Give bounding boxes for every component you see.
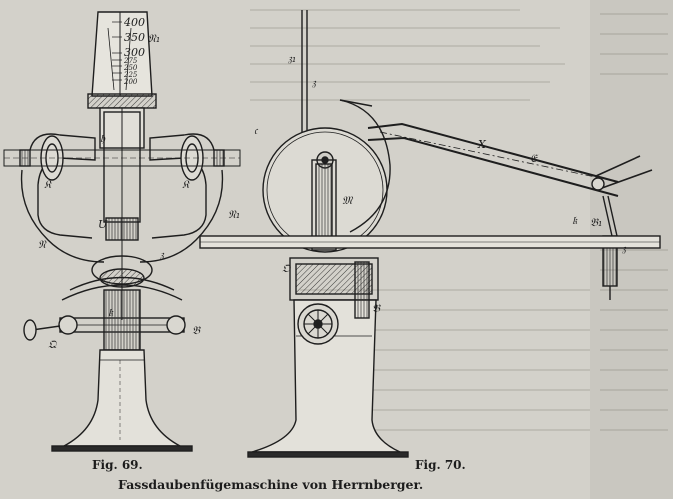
label-u: U	[98, 218, 108, 231]
label-x: X	[477, 138, 487, 151]
label-o: 𝔒	[282, 262, 291, 275]
label-r-left: 𝔎	[44, 178, 52, 191]
scale-label-275: 275	[123, 57, 138, 65]
label-z-fig69: 𝔷	[160, 248, 165, 261]
scale-label-350: 350	[124, 31, 145, 44]
label-e: 𝔈	[530, 152, 539, 165]
label-b: 𝔅	[192, 324, 201, 337]
scale-label-225: 225	[123, 71, 138, 79]
figure-70-machine-side-view	[199, 10, 661, 458]
scale-label-300: 300	[124, 46, 145, 59]
label-k-fig69: 𝔨	[108, 306, 114, 319]
scale-label-200: 200	[123, 78, 138, 86]
label-b1: 𝔅₁	[590, 216, 602, 229]
figure-69-machine-front-view	[3, 11, 241, 452]
label-m: 𝔐	[342, 194, 354, 207]
scale-label-400: 400	[123, 16, 145, 29]
label-z-top: 𝔷	[312, 76, 317, 89]
label-k-fig70: 𝔨	[572, 214, 578, 227]
label-n: 𝔑	[38, 238, 47, 251]
label-c: 𝔠	[254, 124, 259, 137]
label-r-right: 𝔎	[182, 178, 190, 191]
label-b-fig70: 𝔅	[372, 302, 381, 315]
label-q: 𝔔	[48, 338, 57, 351]
figure-69-caption: Fig. 69.	[92, 458, 143, 472]
label-h: 𝔥	[100, 132, 106, 145]
label-n1: 𝔑₁	[228, 208, 240, 221]
label-z-right: 𝔷	[622, 242, 627, 255]
main-caption: Fassdaubenfügemaschine von Herrnberger.	[118, 477, 424, 492]
figure-70-caption: Fig. 70.	[415, 458, 466, 472]
label-z1: 𝔷₁	[288, 52, 296, 65]
scale-name-label: 𝔑₁	[148, 32, 160, 45]
scale-label-250: 250	[123, 64, 138, 72]
